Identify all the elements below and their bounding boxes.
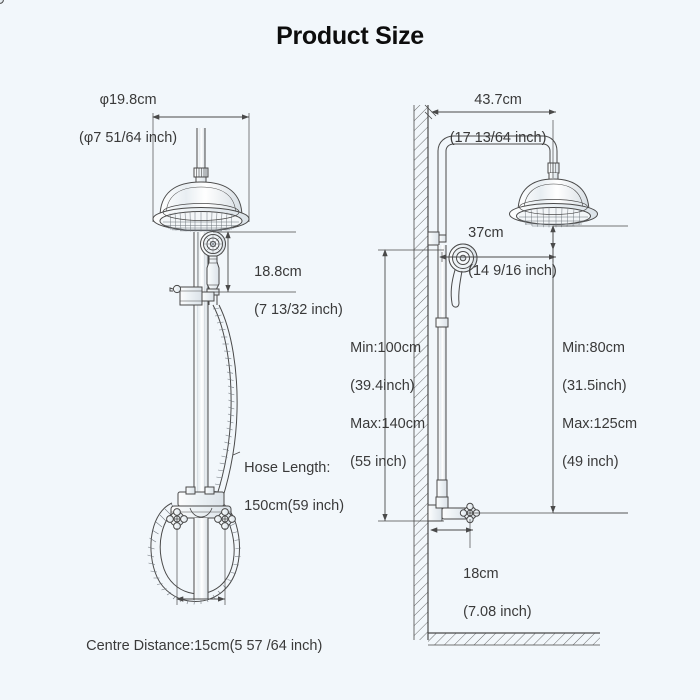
dim-riser-height <box>378 249 444 522</box>
hose-length-value: 150cm(59 inch) <box>244 498 345 514</box>
valve-projection-inch: (7.08 inch) <box>463 604 532 620</box>
handheld-length-inch: (7 13/32 inch) <box>254 302 343 318</box>
overall-height-max-cm: Max:125cm <box>562 416 638 432</box>
head-diameter-inch: (φ7 51/64 inch) <box>79 130 178 146</box>
head-offset-inch: (14 9/16 inch) <box>468 263 557 279</box>
label-handheld-length: 18.8cm (7 13/32 inch) <box>238 244 343 339</box>
head-offset-cm: 37cm <box>468 225 504 241</box>
riser-height-min-inch: (39.4inch) <box>350 378 415 394</box>
shower-bracket-front <box>169 284 215 306</box>
label-arm-reach: 43.7cm (17 13/64 inch) <box>395 72 585 167</box>
riser-height-max-inch: (55 inch) <box>350 454 407 470</box>
centre-distance-text: Centre Distance:15cm(5 57 /64 inch) <box>86 638 323 654</box>
dim-arm-reach <box>424 104 556 178</box>
label-overall-height: Min:80cm (31.5inch) Max:125cm (49 inch) <box>546 320 637 491</box>
dim-centre-distance <box>176 528 226 605</box>
hose-length-caption: Hose Length: <box>244 460 331 476</box>
riser-height-max-cm: Max:140cm <box>350 416 426 432</box>
arm-reach-cm: 43.7cm <box>474 92 522 108</box>
mixer-valve-front <box>0 0 236 530</box>
handheld-shower-front <box>200 231 226 305</box>
valve-projection-cm: 18cm <box>463 566 499 582</box>
overall-height-min-cm: Min:80cm <box>562 340 625 356</box>
mixer-valve-side <box>427 479 481 524</box>
handheld-length-cm: 18.8cm <box>254 264 302 280</box>
label-hose-length: Hose Length: 150cm(59 inch) <box>228 440 344 535</box>
label-head-offset: 37cm (14 9/16 inch) <box>452 205 557 300</box>
page-title: Product Size <box>276 22 424 50</box>
dim-valve-projection <box>430 519 473 548</box>
wall-bracket-side <box>427 231 447 246</box>
head-diameter-cm: φ19.8cm <box>99 92 157 108</box>
arm-reach-inch: (17 13/64 inch) <box>449 130 547 146</box>
label-centre-distance: Centre Distance:15cm(5 57 /64 inch) <box>70 618 322 675</box>
label-valve-projection: 18cm (7.08 inch) <box>447 546 532 641</box>
dim-head-diameter <box>152 113 250 222</box>
side-view-group <box>378 104 628 646</box>
overall-height-min-inch: (31.5inch) <box>562 378 627 394</box>
dim-handheld-length <box>213 231 296 293</box>
riser-height-min-cm: Min:100cm <box>350 340 422 356</box>
overall-height-max-inch: (49 inch) <box>562 454 619 470</box>
label-head-diameter: φ19.8cm (φ7 51/64 inch) <box>20 72 220 167</box>
front-view-group <box>0 0 296 605</box>
label-riser-height: Min:100cm (39.4inch) Max:140cm (55 inch) <box>334 320 425 491</box>
